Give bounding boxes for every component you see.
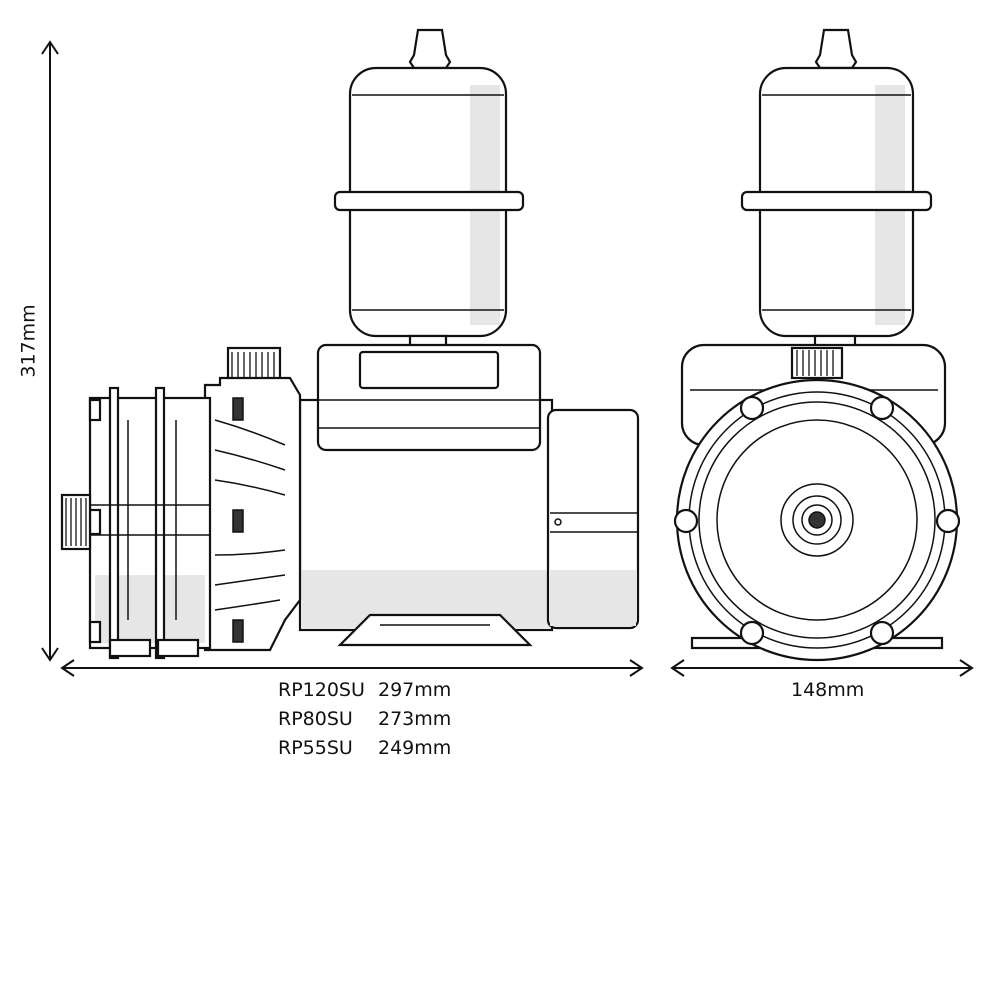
pressure-vessel-side [333, 28, 525, 350]
bolts-front [673, 395, 961, 646]
model-label: RP120SU [278, 679, 365, 701]
length-dimension-arrow [60, 659, 644, 677]
model-label: RP80SU [278, 708, 353, 730]
motor-end-cover [675, 346, 959, 662]
model-label: RP55SU [278, 737, 353, 759]
height-dimension-arrow [41, 40, 59, 662]
width-label: 148mm [791, 679, 865, 701]
side-view [60, 28, 640, 660]
front-view [673, 28, 961, 662]
width-dimension-arrow [670, 659, 974, 677]
model-length: 297mm [378, 679, 452, 701]
pressure-vessel-front [740, 28, 933, 350]
pump-head-side [60, 346, 302, 660]
height-label: 317mm [17, 304, 40, 378]
model-length: 249mm [378, 737, 452, 759]
model-length: 273mm [378, 708, 452, 730]
controller-box-side [316, 343, 542, 452]
